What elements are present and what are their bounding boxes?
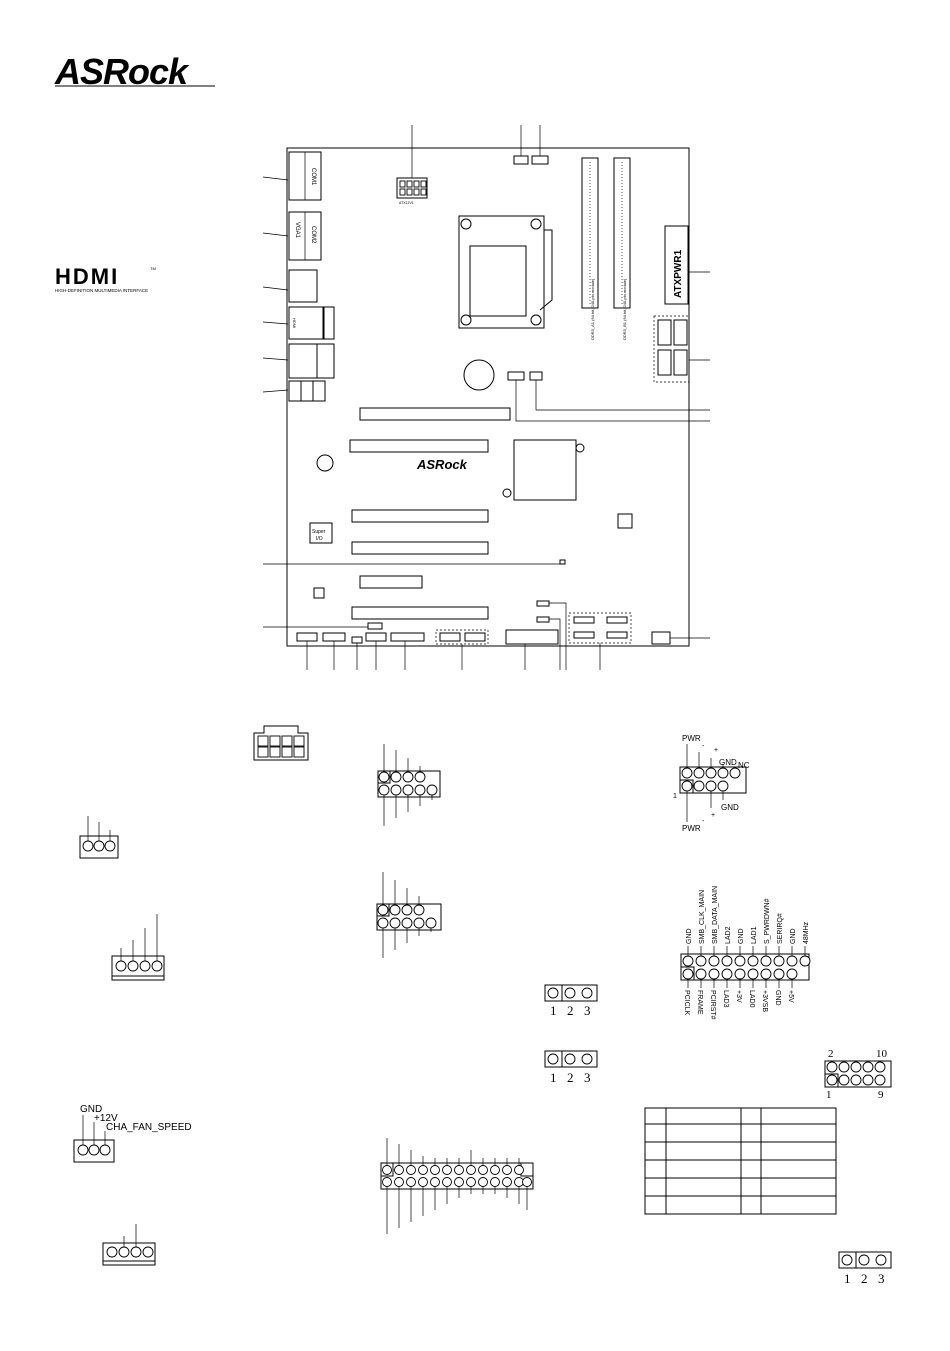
svg-text:PWR: PWR — [682, 824, 701, 833]
fan-header-3pin-detail — [79, 816, 119, 859]
header-2x5-numbered-detail: 2 10 1 9 — [824, 1048, 892, 1101]
atxpwr1-connector: ATXPWR1 — [664, 225, 710, 305]
rear-io: COM1 VGA1 COM2 HDMI — [288, 151, 335, 402]
tpm-header-detail: GND SMB_CLK_MAIN SMB_DATA_MAIN LAD2 GND … — [680, 886, 811, 1020]
svg-text:GND: GND — [790, 928, 797, 944]
jumper-detail-1: 1 2 3 — [544, 984, 598, 1018]
hdmi-logo: HDMI TM HIGH-DEFINITION MULTIMEDIA INTER… — [55, 264, 156, 293]
atx12v-connector: ATX12V1 — [396, 177, 428, 205]
svg-text:COM2: COM2 — [310, 226, 316, 244]
svg-text:+3VSB: +3VSB — [761, 990, 768, 1012]
svg-text:LAD1: LAD1 — [751, 926, 758, 944]
jumper-detail-2: 1 2 3 — [544, 1050, 598, 1085]
left-callouts — [262, 176, 560, 628]
svg-text:HIGH-DEFINITION MULTIMEDIA INT: HIGH-DEFINITION MULTIMEDIA INTERFACE — [55, 288, 148, 293]
svg-text:PWR: PWR — [682, 734, 701, 743]
svg-text:Super: Super — [312, 529, 326, 535]
svg-text:2: 2 — [567, 1070, 574, 1085]
svg-text:+: + — [711, 812, 715, 819]
svg-text:S_PWRDWN#: S_PWRDWN# — [764, 898, 771, 944]
svg-text:COM1: COM1 — [310, 168, 316, 186]
bottom-callouts — [306, 641, 601, 670]
svg-text:I/O: I/O — [316, 536, 323, 542]
svg-text:GND: GND — [738, 928, 745, 944]
chipset — [502, 439, 585, 501]
svg-text:2: 2 — [567, 1003, 574, 1018]
svg-text:SMB_DATA_MAIN: SMB_DATA_MAIN — [712, 886, 719, 944]
super-io-chip: Super I/O — [309, 522, 333, 544]
svg-text:2: 2 — [828, 1048, 834, 1060]
svg-text:1: 1 — [844, 1271, 851, 1286]
svg-text:GND: GND — [774, 990, 781, 1006]
svg-text:NC: NC — [738, 761, 750, 770]
battery — [463, 359, 495, 391]
svg-text:+: + — [714, 747, 718, 754]
svg-text:HDMI: HDMI — [55, 264, 119, 289]
svg-text:10: 10 — [876, 1048, 888, 1060]
svg-text:VGA1: VGA1 — [294, 222, 300, 239]
svg-text:TM: TM — [150, 266, 156, 271]
svg-text:SMB_CLK_MAIN: SMB_CLK_MAIN — [699, 890, 706, 944]
svg-text:-: - — [702, 743, 705, 750]
eight-pin-connector-detail — [253, 725, 309, 761]
svg-text:1: 1 — [673, 793, 677, 800]
svg-text:GND: GND — [686, 928, 693, 944]
sata-ports — [653, 315, 710, 383]
svg-text:3: 3 — [878, 1271, 885, 1286]
svg-text:PCICLK: PCICLK — [683, 990, 690, 1016]
dimm-slots: DDR3_A1 (64 bit, 240-pin module) DDR3_B1… — [581, 157, 631, 340]
svg-text:3: 3 — [584, 1003, 591, 1018]
fan-header-4pin-detail — [111, 914, 165, 981]
usb-header-detail-2 — [376, 872, 442, 958]
svg-text:-: - — [702, 818, 705, 825]
svg-text:2: 2 — [861, 1271, 868, 1286]
cpu-socket — [458, 215, 553, 329]
svg-text:LAD3: LAD3 — [722, 990, 729, 1008]
svg-text:3: 3 — [584, 1070, 591, 1085]
svg-text:ATXPWR1: ATXPWR1 — [673, 249, 684, 298]
svg-text:GND: GND — [721, 803, 739, 812]
pin-table — [644, 1107, 837, 1215]
svg-text:GND: GND — [719, 758, 737, 767]
jumper-detail-3: 1 2 3 — [838, 1251, 892, 1286]
svg-text:48MHz: 48MHz — [803, 921, 810, 944]
svg-text:1: 1 — [550, 1003, 557, 1018]
svg-text:HDMI: HDMI — [292, 318, 297, 328]
svg-text:DDR3_A1 (64 bit, 240-pin modul: DDR3_A1 (64 bit, 240-pin module) — [590, 278, 595, 340]
svg-text:+3V: +3V — [735, 990, 742, 1003]
board-logo: ASRock — [416, 457, 468, 472]
svg-text:ATX12V1: ATX12V1 — [399, 201, 414, 205]
svg-text:+5V: +5V — [787, 990, 794, 1003]
svg-text:CHA_FAN_SPEED: CHA_FAN_SPEED — [106, 1122, 192, 1133]
long-header-detail — [380, 1138, 534, 1234]
svg-text:9: 9 — [878, 1089, 884, 1101]
front-panel-header-detail: PWR - + GND NC 1 GND + - PWR — [673, 734, 750, 833]
board-outline — [286, 147, 690, 647]
svg-text:PCIRST#: PCIRST# — [709, 990, 716, 1020]
asrock-logo: ASRock — [54, 51, 190, 92]
svg-text:1: 1 — [826, 1089, 832, 1101]
cha-fan-header-detail: GND +12V CHA_FAN_SPEED — [73, 1104, 192, 1163]
svg-text:GND: GND — [80, 1104, 102, 1115]
usb-header-detail-1 — [377, 744, 441, 826]
svg-text:+12V: +12V — [94, 1113, 118, 1124]
svg-text:FRAME: FRAME — [696, 990, 703, 1015]
fan-header-4pin-detail-2 — [102, 1224, 156, 1266]
svg-text:LAD2: LAD2 — [725, 926, 732, 944]
bottom-headers — [296, 600, 710, 670]
svg-text:SERIRQ#: SERIRQ# — [777, 913, 784, 944]
svg-text:LAD0: LAD0 — [748, 990, 755, 1008]
svg-text:1: 1 — [550, 1070, 557, 1085]
svg-text:DDR3_B1 (64 bit, 240-pin modul: DDR3_B1 (64 bit, 240-pin module) — [622, 278, 627, 340]
expansion-slots — [349, 407, 511, 620]
